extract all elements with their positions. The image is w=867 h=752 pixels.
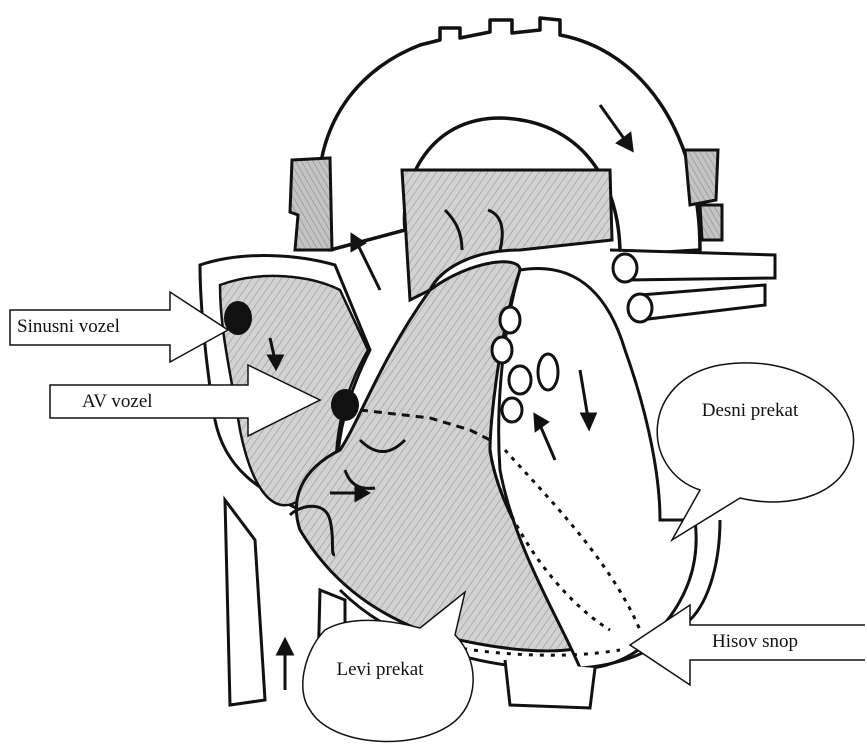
valve-leaflet-5 — [502, 398, 522, 422]
label-desni-prekat: Desni prekat — [690, 396, 810, 425]
aorta-base — [505, 660, 595, 708]
valve-leaflet-4 — [538, 354, 558, 390]
label-hisov-snop: Hisov snop — [712, 631, 798, 653]
left-vessel-stub — [290, 158, 332, 250]
pulmonary-vein-opening-upper — [613, 254, 637, 282]
valve-leaflet-3 — [509, 366, 531, 394]
inferior-vena-cava — [225, 500, 265, 705]
label-av-vozel: AV vozel — [82, 391, 153, 413]
right-vessel-stub-bottom — [700, 205, 722, 240]
speech-bubble-desni — [657, 363, 853, 540]
valve-leaflet-1 — [500, 307, 520, 333]
label-levi-prekat: Levi prekat — [335, 655, 425, 684]
valve-leaflet-2 — [492, 337, 512, 363]
pulmonary-vein-lower — [640, 285, 765, 320]
label-sinusni-vozel: Sinusni vozel — [17, 316, 120, 338]
av-node-dot — [331, 389, 359, 421]
pulmonary-vein-opening-lower — [628, 294, 652, 322]
right-vessel-stub-top — [685, 150, 718, 205]
